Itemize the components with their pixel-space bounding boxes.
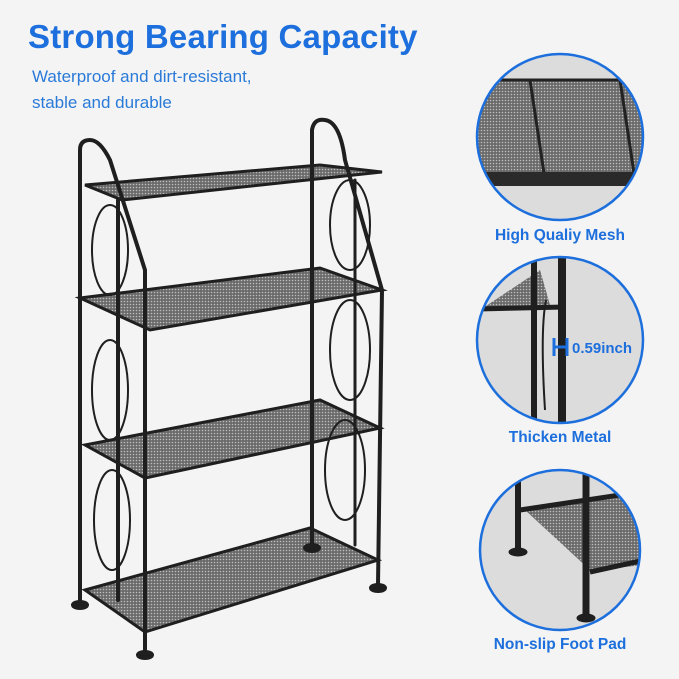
feature-label-metal: Thicken Metal	[508, 429, 612, 446]
foot-pad-detail-circle	[478, 468, 642, 632]
shelf-4	[81, 526, 383, 634]
subtitle-line-1: Waterproof and dirt-resistant,	[32, 67, 252, 86]
metal-detail-circle	[475, 255, 645, 425]
subtitle-line-2: stable and durable	[32, 93, 172, 112]
page-title: Strong Bearing Capacity	[28, 18, 418, 55]
shelf-3	[80, 398, 385, 480]
thickness-measurement: 0.59inch	[572, 340, 633, 357]
feature-label-mesh: High Qualiy Mesh	[494, 227, 626, 244]
feature-label-foot-pad: Non-slip Foot Pad	[493, 636, 627, 653]
mesh-detail-circle	[475, 52, 645, 222]
shelf-1	[84, 163, 383, 202]
